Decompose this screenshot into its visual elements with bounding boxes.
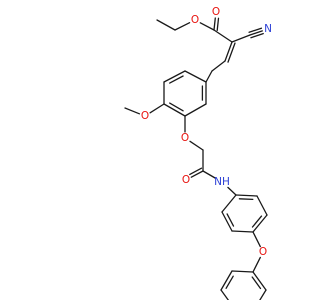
aromatic-bond-inner [169, 75, 184, 84]
single-bond [199, 22, 215, 31]
atom-o-phenoxy: O [259, 246, 267, 258]
aromatic-bond [221, 211, 233, 232]
single-bond [231, 270, 254, 273]
atom-o-ester: O [191, 14, 199, 26]
aromatic-bond [163, 103, 186, 117]
aromatic-bond-inner [225, 275, 234, 289]
atom-o-amide: O [182, 174, 190, 186]
single-bond [202, 170, 216, 179]
triple-bond-line [250, 32, 264, 39]
aromatic-bond-inner [238, 198, 254, 201]
single-bond [252, 256, 261, 273]
single-bond [213, 29, 233, 43]
double-bond-line [216, 17, 220, 32]
single-bond [124, 107, 141, 115]
aromatic-bond-inner [226, 213, 235, 227]
double-bond-line [227, 42, 236, 63]
single-bond [189, 140, 204, 151]
aromatic-bond [252, 271, 267, 291]
double-bond-line [224, 41, 233, 62]
single-bond [221, 194, 237, 213]
atom-nh-amide: NH [214, 176, 230, 188]
atom-o-methoxy: O [141, 110, 149, 122]
single-bond [205, 70, 213, 83]
single-bond [227, 186, 237, 196]
aromatic-bond-inner [251, 215, 263, 228]
single-bond [174, 22, 191, 31]
aromatic-bond [220, 270, 233, 291]
atom-o-carbonyl-ester: O [212, 6, 220, 18]
aromatic-bond [235, 194, 258, 197]
single-bond [149, 103, 165, 114]
double-bond-line [189, 167, 203, 176]
double-bond-line [213, 17, 216, 31]
aromatic-bond [252, 214, 268, 233]
single-bond [256, 195, 268, 216]
triple-bond-line [249, 30, 263, 36]
single-bond [220, 289, 233, 305]
aromatic-bond-inner [251, 276, 262, 290]
bond-layer [124, 17, 268, 305]
molecule-structure: O O N O O O NH O [124, 6, 272, 305]
single-bond [231, 230, 254, 233]
single-bond [252, 231, 261, 248]
double-bond-line [190, 170, 204, 178]
single-bond [156, 19, 176, 31]
single-bond [184, 103, 207, 117]
single-bond [211, 60, 226, 72]
aromatic-bond [163, 70, 186, 83]
atom-label-layer: O O N O O O NH O [141, 6, 272, 258]
atom-n-nitrile: N [264, 23, 272, 35]
triple-bond-line [248, 27, 263, 33]
aromatic-bond-inner [169, 102, 184, 112]
single-bond [256, 289, 267, 305]
molecule-canvas: O O N O O O NH O [124, 6, 272, 305]
atom-o-ether: O [181, 132, 189, 144]
single-bond [231, 34, 251, 43]
single-bond [184, 70, 207, 83]
